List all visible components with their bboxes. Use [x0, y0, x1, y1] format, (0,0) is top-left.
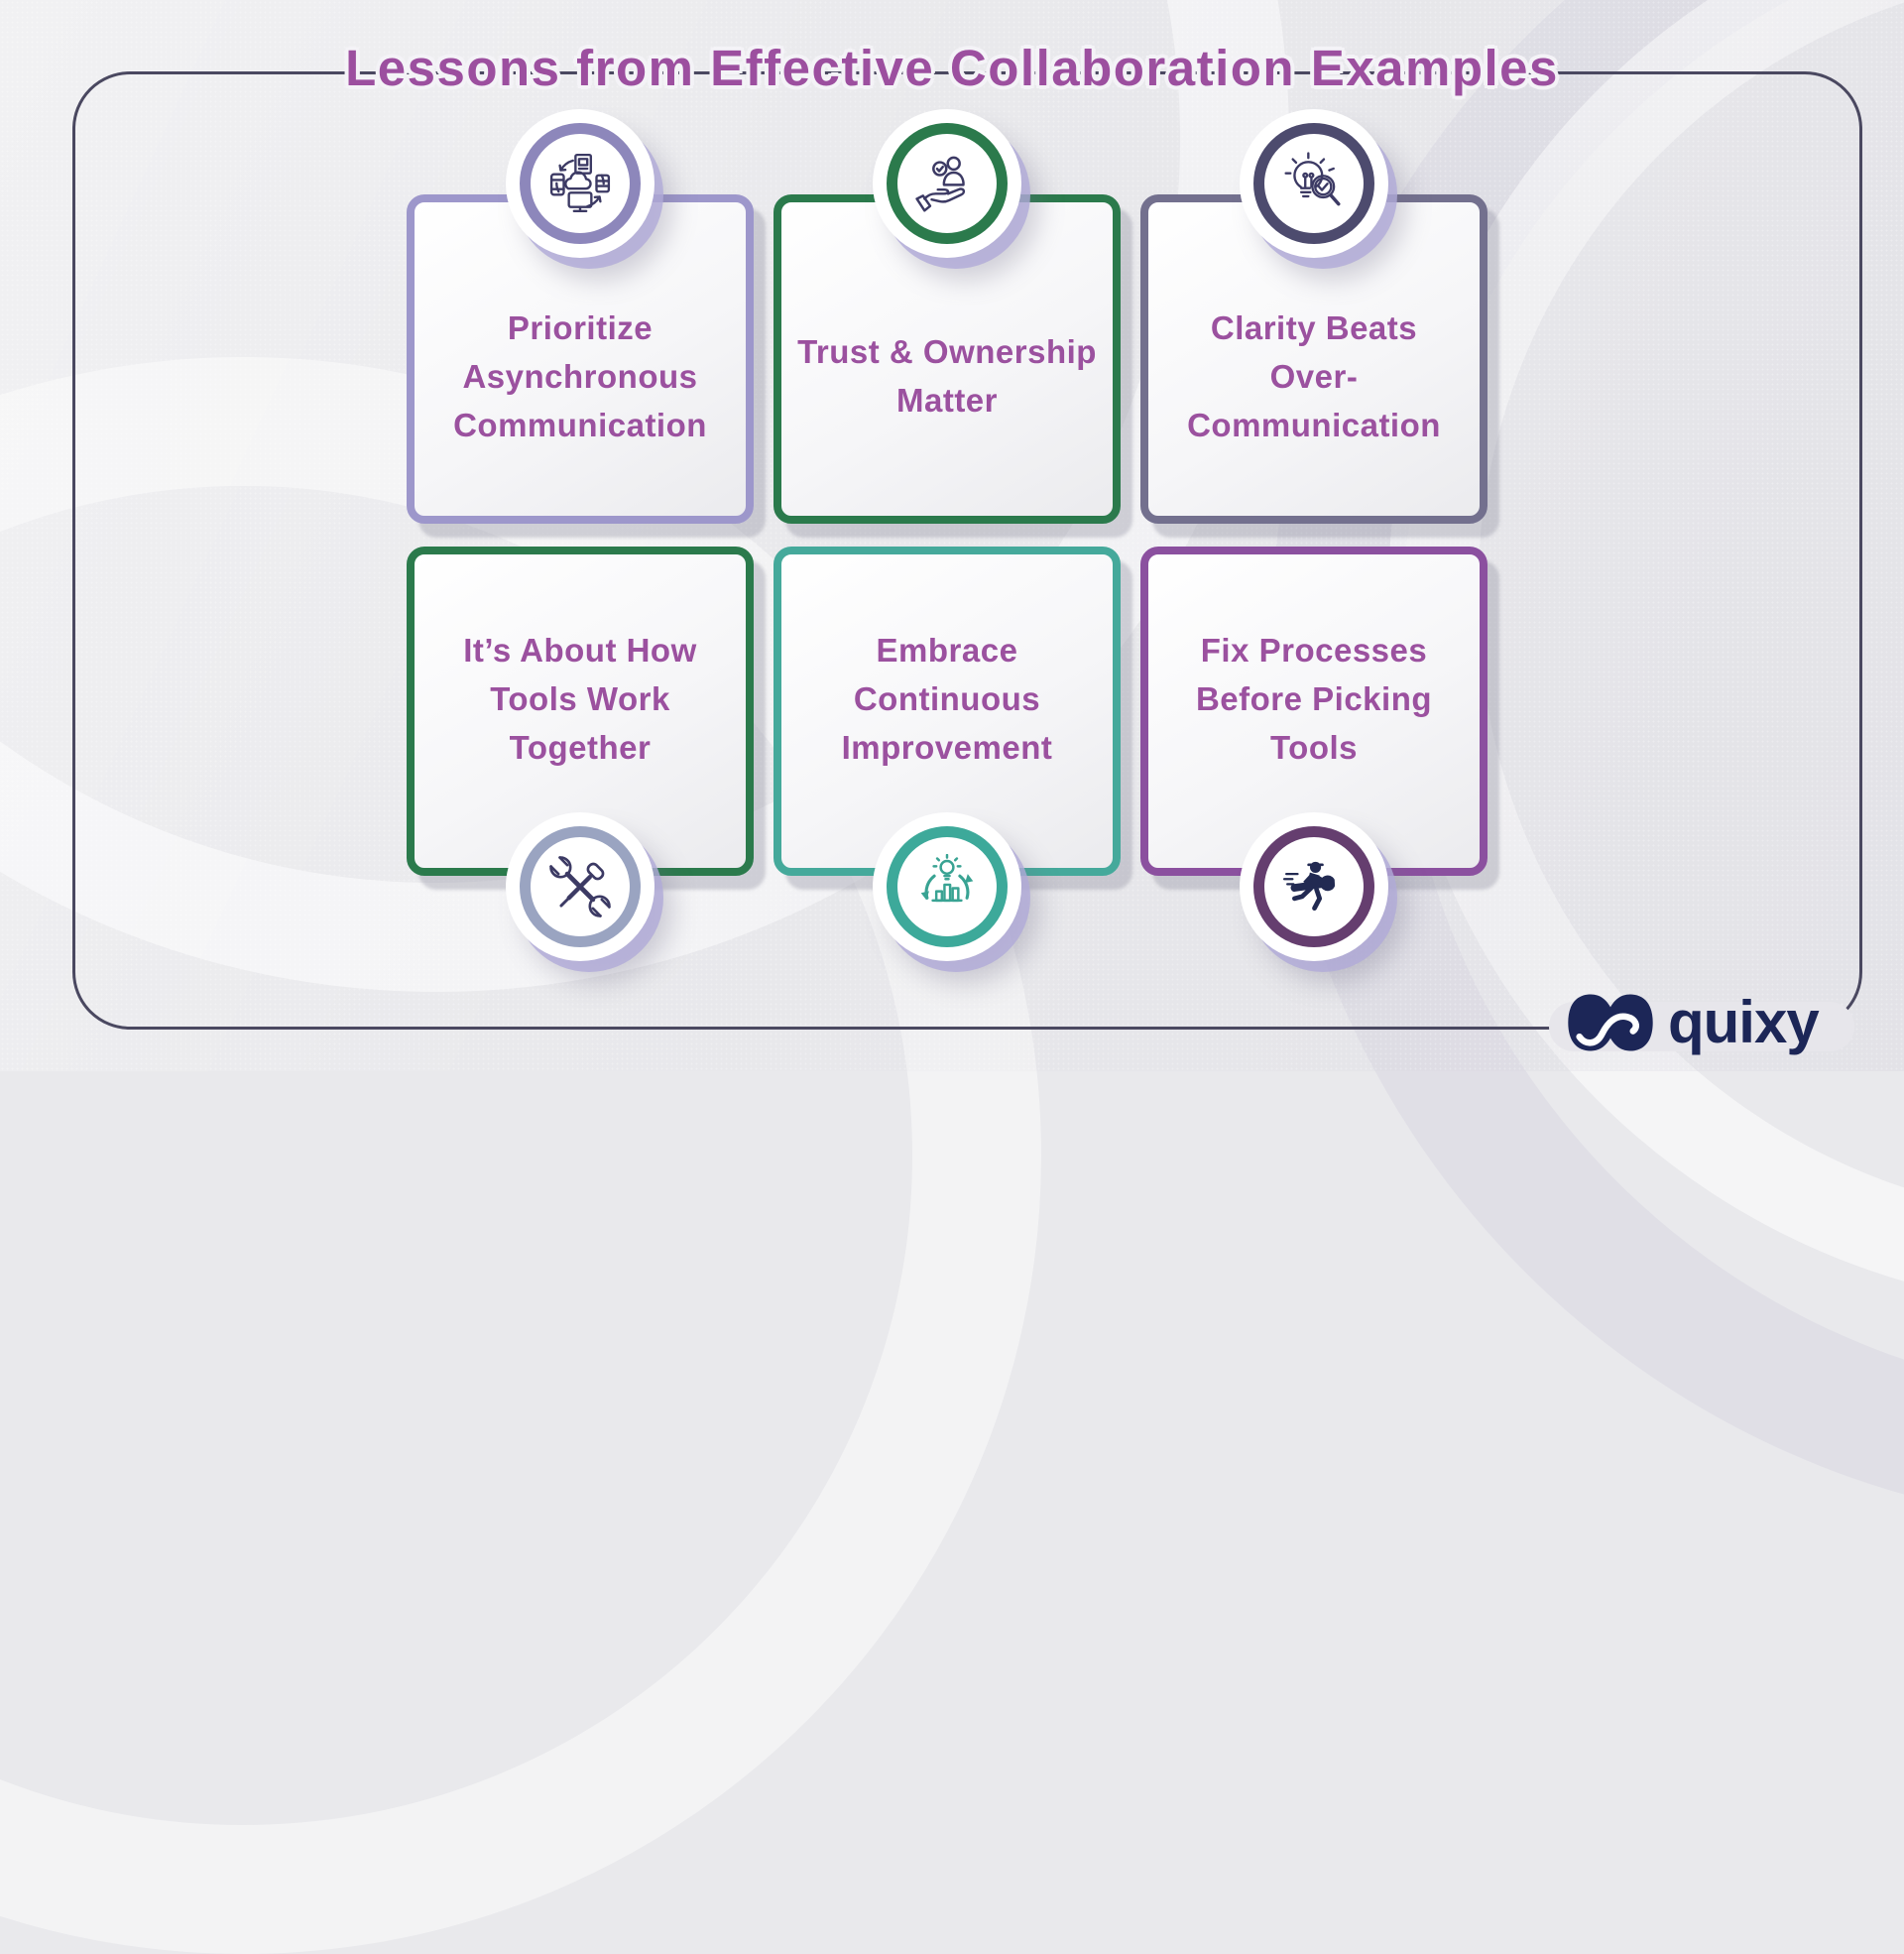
- card-label-line: Before Picking: [1195, 679, 1433, 717]
- card-fix-processes: Fix Processes Before Picking Tools: [1140, 547, 1488, 961]
- crossed-tools-icon: [520, 826, 641, 947]
- hand-holding-person-icon: [887, 123, 1008, 244]
- card-clarity: Clarity Beats Over- Communication: [1140, 109, 1488, 524]
- card-label-line: Tools Work: [490, 679, 670, 717]
- card-label-line: It’s About How: [463, 631, 697, 669]
- icon-badge: [873, 812, 1021, 961]
- card-label-line: Embrace: [876, 631, 1018, 669]
- icon-badge: [506, 812, 654, 961]
- card-label: Embrace Continuous Improvement: [842, 626, 1053, 772]
- devices-sync-icon: [520, 123, 641, 244]
- card-label-line: Together: [509, 728, 652, 766]
- card-label-line: Clarity Beats: [1210, 308, 1418, 346]
- card-tools-together: It’s About How Tools Work Together: [407, 547, 754, 961]
- card-label: Fix Processes Before Picking Tools: [1196, 626, 1432, 772]
- card-label: Trust & Ownership Matter: [797, 327, 1097, 425]
- card-label-line: Prioritize: [507, 308, 654, 346]
- card-label: It’s About How Tools Work Together: [463, 626, 697, 772]
- running-mechanic-icon: [1253, 826, 1374, 947]
- brand-logo: quixy: [1565, 980, 1820, 1065]
- quixy-infinity-icon: [1568, 994, 1653, 1051]
- card-label-line: Fix Processes: [1200, 631, 1428, 669]
- card-prioritize-async: Prioritize Asynchronous Communication: [407, 109, 754, 524]
- card-label-line: Tools: [1269, 728, 1359, 766]
- icon-badge: [506, 109, 654, 258]
- card-label-line: Over-: [1269, 357, 1359, 395]
- card-label-line: Improvement: [841, 728, 1053, 766]
- icon-badge: [1240, 812, 1388, 961]
- card-continuous-improvement: Embrace Continuous Improvement: [774, 547, 1121, 961]
- card-label-line: Trust & Ownership: [797, 333, 1097, 370]
- card-label: Prioritize Asynchronous Communication: [453, 304, 707, 449]
- card-label-line: Asynchronous: [462, 357, 698, 395]
- card-label-line: Continuous: [853, 679, 1041, 717]
- page-title: Lessons from Effective Collaboration Exa…: [345, 40, 1559, 96]
- card-label-line: Communication: [453, 406, 707, 443]
- outer-frame-border: [72, 71, 1862, 1030]
- icon-badge: [1240, 109, 1388, 258]
- card-label-line: Matter: [895, 382, 999, 419]
- growth-cycle-icon: [887, 826, 1008, 947]
- bulb-magnifier-icon: [1253, 123, 1374, 244]
- card-label: Clarity Beats Over- Communication: [1187, 304, 1441, 449]
- card-trust-ownership: Trust & Ownership Matter: [774, 109, 1121, 524]
- brand-wordmark: quixy: [1668, 989, 1820, 1055]
- card-label-line: Communication: [1187, 406, 1441, 443]
- icon-badge: [873, 109, 1021, 258]
